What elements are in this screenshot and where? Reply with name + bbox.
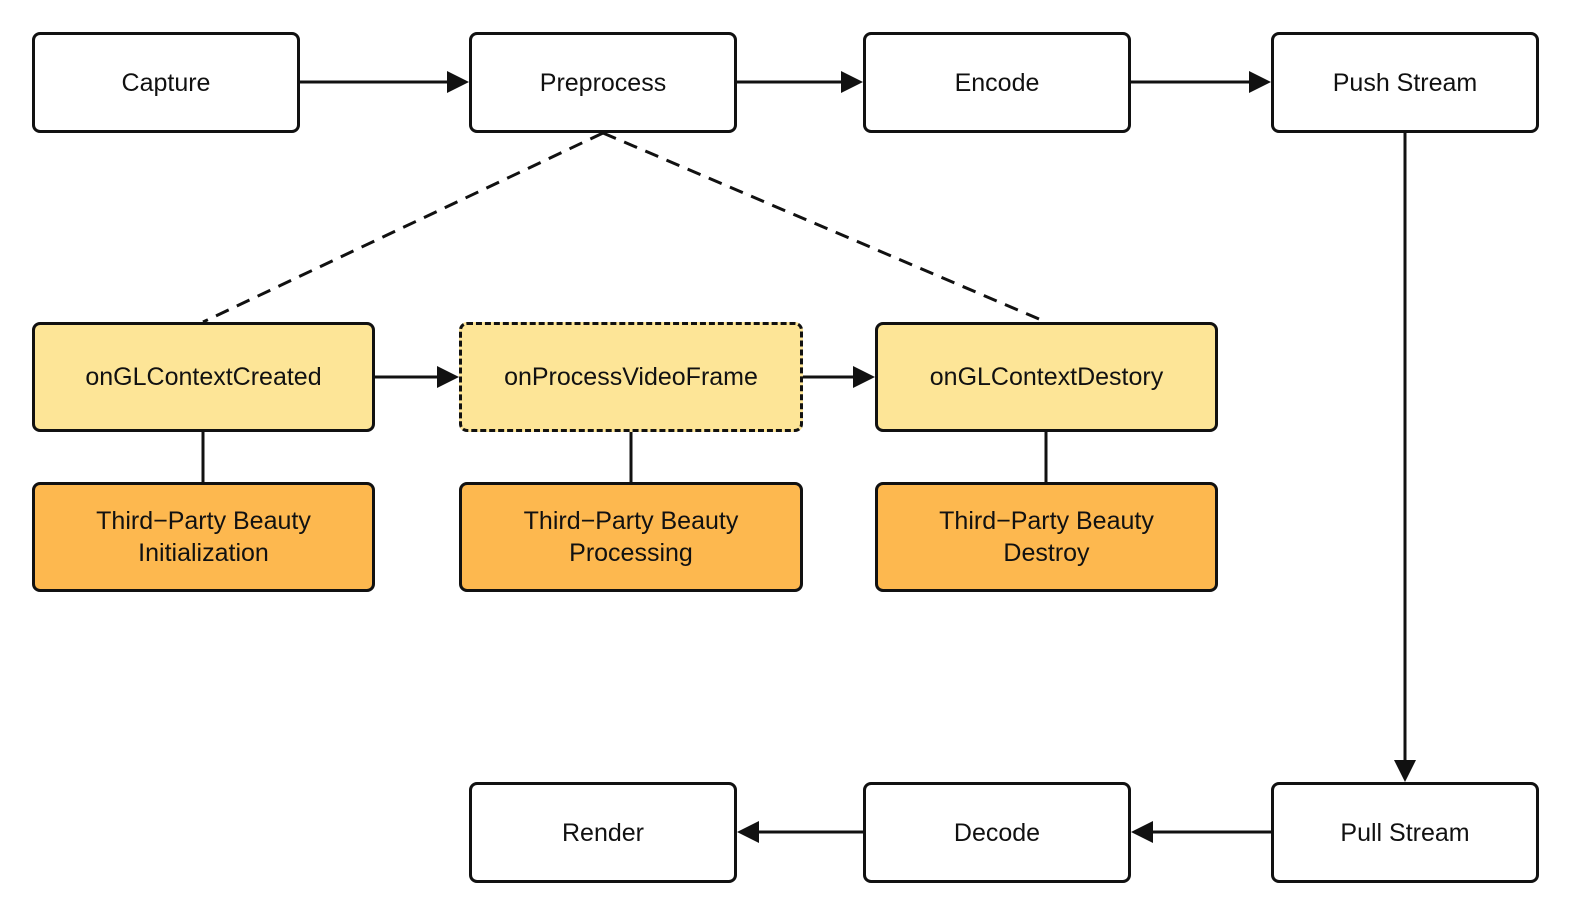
preprocess-node: Preprocess <box>469 32 737 133</box>
decode-label: Decode <box>953 818 1041 847</box>
push-stream-label: Push Stream <box>1332 68 1478 97</box>
arrowhead-pull-to-decode <box>1131 821 1153 843</box>
pull-stream-node: Pull Stream <box>1271 782 1539 883</box>
beauty-destroy-node: Third−Party Beauty Destroy <box>875 482 1218 592</box>
on-process-video-frame-node: onProcessVideoFrame <box>459 322 803 432</box>
push-stream-node: Push Stream <box>1271 32 1539 133</box>
arrowhead-decode-to-render <box>737 821 759 843</box>
encode-node: Encode <box>863 32 1131 133</box>
dashed-preprocess-to-gldestroy <box>602 131 1047 324</box>
capture-label: Capture <box>121 68 211 97</box>
preprocess-label: Preprocess <box>539 68 667 97</box>
render-node: Render <box>469 782 737 883</box>
dashed-preprocess-to-glcreated <box>202 131 604 324</box>
arrowhead-capture-to-preprocess <box>447 71 469 93</box>
arrowhead-encode-to-push <box>1249 71 1271 93</box>
decode-node: Decode <box>863 782 1131 883</box>
pull-stream-label: Pull Stream <box>1340 818 1470 847</box>
on-gl-context-created-label: onGLContextCreated <box>85 363 322 391</box>
beauty-initialization-label: Third−Party Beauty Initialization <box>96 507 311 567</box>
beauty-processing-node: Third−Party Beauty Processing <box>459 482 803 592</box>
on-process-video-frame-label: onProcessVideoFrame <box>504 363 758 391</box>
arrowhead-push-to-pull <box>1394 760 1416 782</box>
beauty-processing-label: Third−Party Beauty Processing <box>523 507 739 567</box>
beauty-initialization-node: Third−Party Beauty Initialization <box>32 482 375 592</box>
render-label: Render <box>562 818 644 847</box>
on-gl-context-destory-node: onGLContextDestory <box>875 322 1218 432</box>
encode-label: Encode <box>954 68 1040 97</box>
beauty-destroy-label: Third−Party Beauty Destroy <box>939 507 1154 567</box>
arrowhead-process-to-gldestroy <box>853 366 875 388</box>
on-gl-context-created-node: onGLContextCreated <box>32 322 375 432</box>
on-gl-context-destory-label: onGLContextDestory <box>929 363 1164 391</box>
capture-node: Capture <box>32 32 300 133</box>
arrowhead-preprocess-to-encode <box>841 71 863 93</box>
arrowhead-glcreated-to-process <box>437 366 459 388</box>
